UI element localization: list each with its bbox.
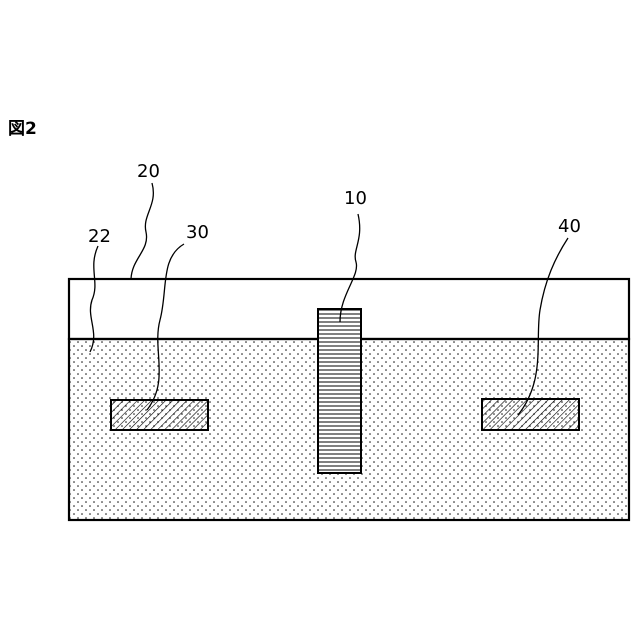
label-10: 10 <box>344 188 367 209</box>
label-20: 20 <box>137 161 160 182</box>
label-22: 22 <box>88 226 111 247</box>
element-30 <box>111 400 208 430</box>
element-10 <box>318 309 361 473</box>
figure-title: 図2 <box>8 119 37 139</box>
label-40: 40 <box>558 216 581 237</box>
label-30: 30 <box>186 222 209 243</box>
leader-20 <box>131 183 153 279</box>
element-40 <box>482 399 579 430</box>
